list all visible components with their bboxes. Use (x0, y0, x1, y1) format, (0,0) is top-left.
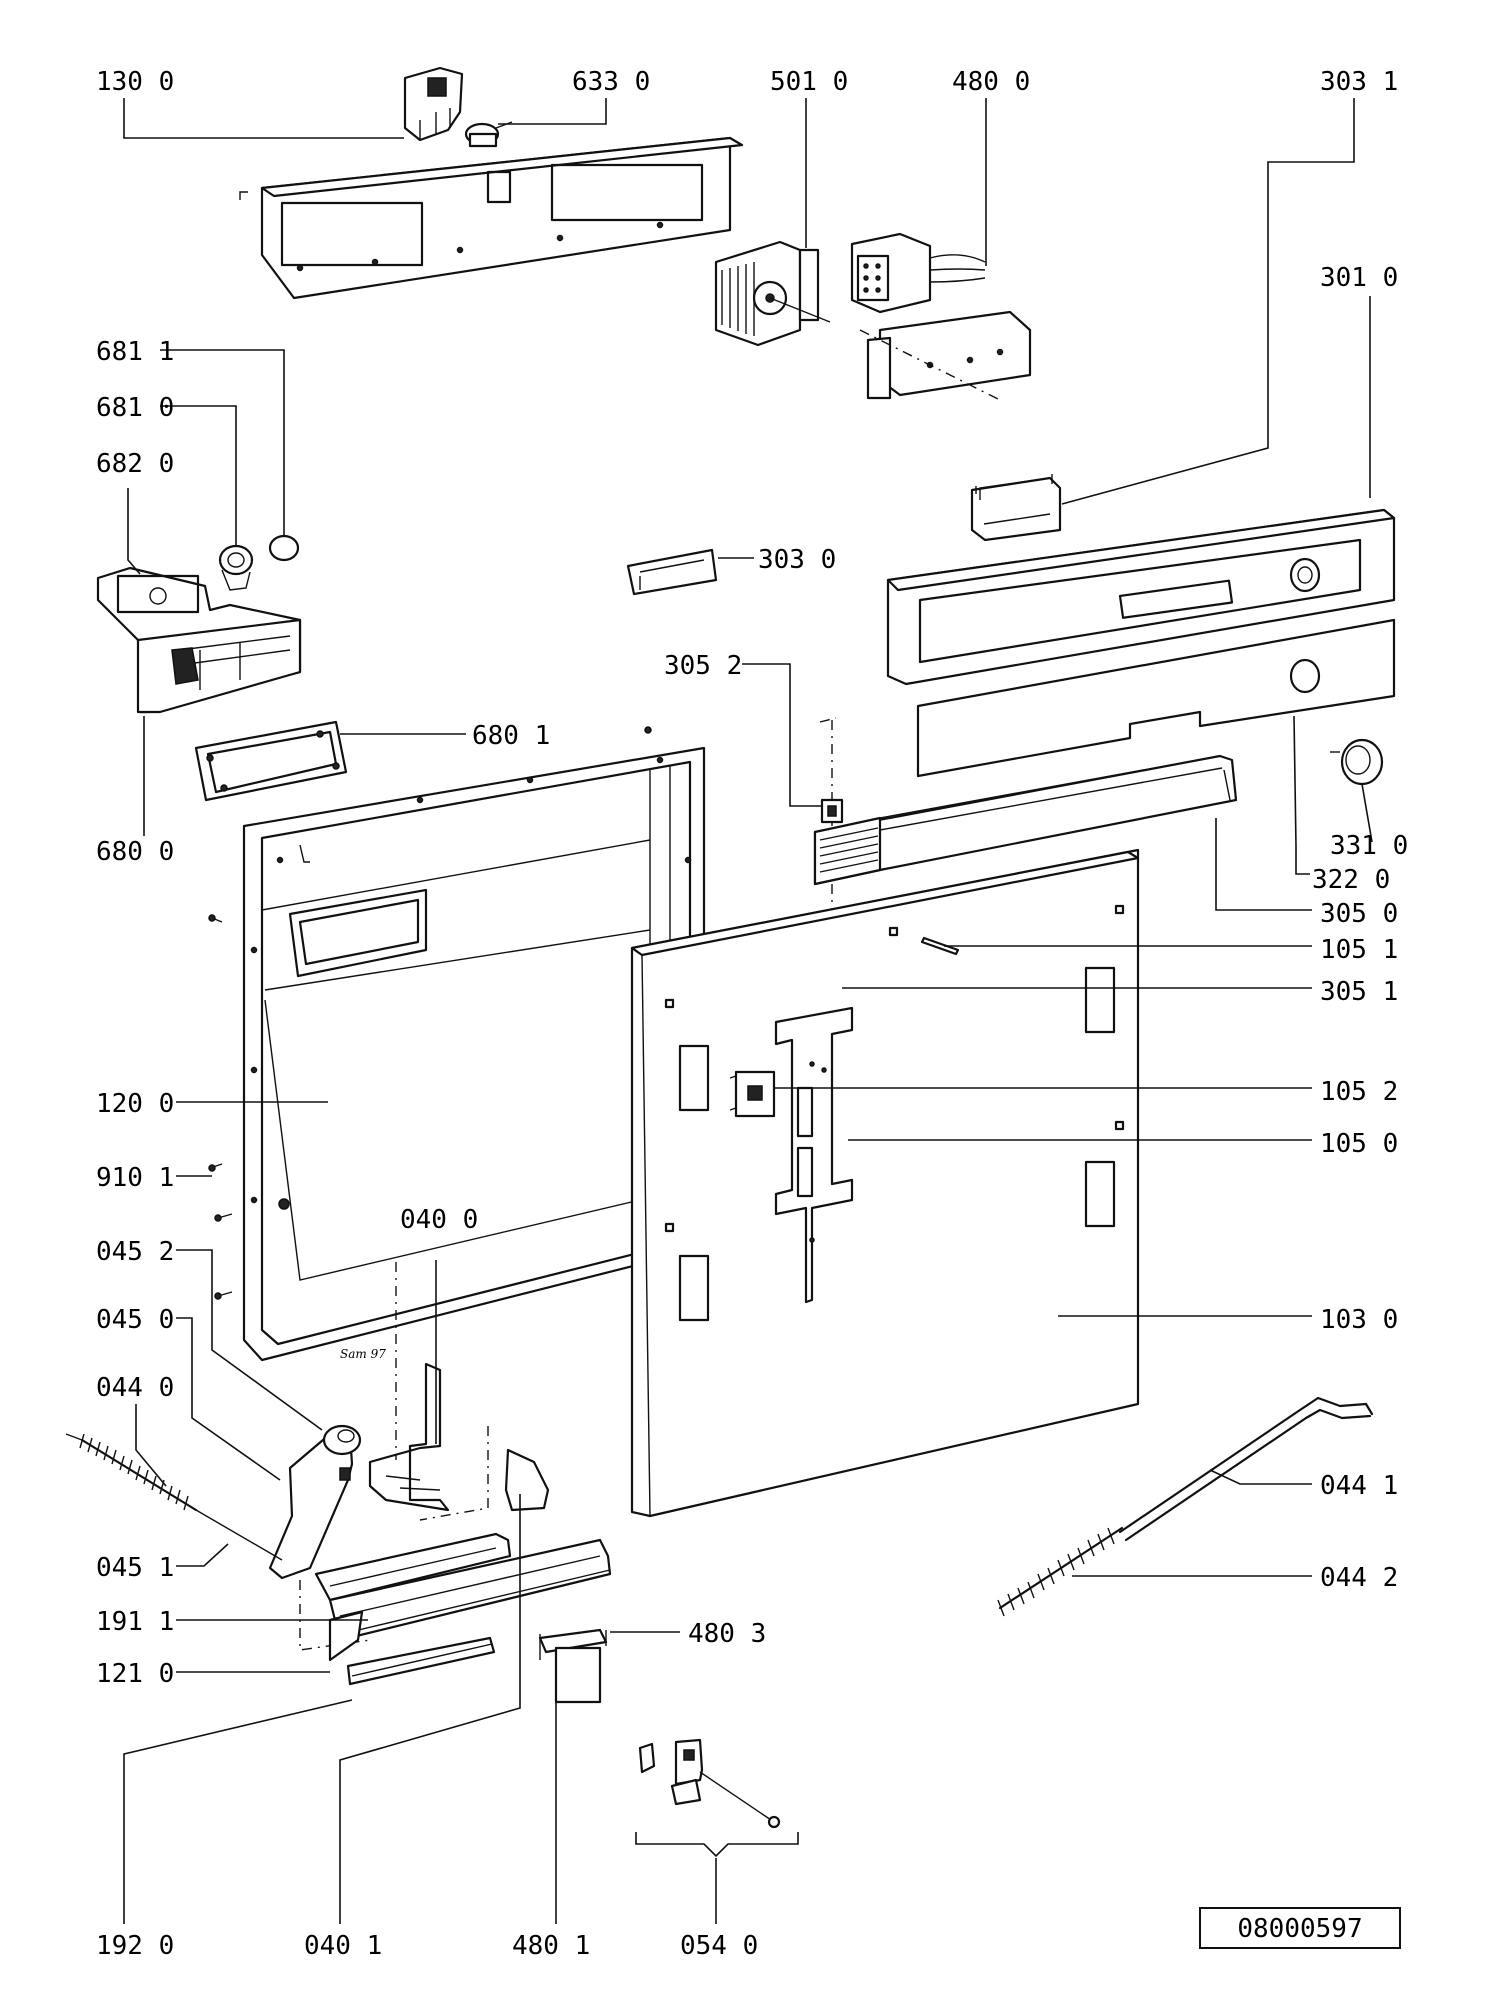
bottom-door-frame (328, 1538, 612, 1662)
label-045-2: 045 2 (96, 1237, 174, 1267)
label-044-1: 044 1 (1320, 1471, 1398, 1501)
detergent-dispenser (96, 566, 302, 714)
label-480-3: 480 3 (688, 1619, 766, 1649)
label-120-0: 120 0 (96, 1089, 174, 1119)
hinge-bracket (368, 1362, 450, 1512)
part-labels: 130 0 633 0 501 0 480 0 303 1 301 0 681 … (96, 67, 1408, 1961)
hinge-arm (268, 1424, 362, 1580)
leader-lines (123, 98, 1373, 1924)
label-680-0: 680 0 (96, 837, 174, 867)
label-192-0: 192 0 (96, 1931, 174, 1961)
door-handle-lower (626, 548, 718, 596)
label-303-1: 303 1 (1320, 67, 1398, 97)
label-044-0: 044 0 (96, 1373, 174, 1403)
label-130-0: 130 0 (96, 67, 174, 97)
bracket-clip (403, 66, 464, 142)
label-105-1: 105 1 (1320, 935, 1398, 965)
label-910-1: 910 1 (96, 1163, 174, 1193)
label-045-1: 045 1 (96, 1553, 174, 1583)
label-044-2: 044 2 (1320, 1563, 1398, 1593)
timer-motor (714, 240, 831, 347)
reference-number-box: 08000597 (1199, 1907, 1401, 1949)
label-480-1: 480 1 (512, 1931, 590, 1961)
fascia-trim-panel (916, 618, 1396, 778)
door-handle-upper (970, 474, 1062, 542)
label-305-0: 305 0 (1320, 899, 1398, 929)
door-screws (208, 726, 652, 1300)
door-reinforcement-bracket (774, 1006, 854, 1304)
motor-axis-dashline (859, 329, 1001, 401)
label-633-0: 633 0 (572, 67, 650, 97)
selector-knob (218, 544, 254, 591)
label-680-1: 680 1 (472, 721, 550, 751)
knob-o-ring (268, 534, 300, 562)
label-322-0: 322 0 (1312, 865, 1390, 895)
program-knob (1330, 738, 1384, 786)
motor-mounting-bracket (866, 310, 1032, 400)
label-040-1: 040 1 (304, 1931, 382, 1961)
label-191-1: 191 1 (96, 1607, 174, 1637)
label-054-0: 054 0 (680, 1931, 758, 1961)
connector-block (850, 232, 986, 314)
label-045-0: 045 0 (96, 1305, 174, 1335)
label-301-0: 301 0 (1320, 263, 1398, 293)
label-501-0: 501 0 (770, 67, 848, 97)
hinge-cover (504, 1448, 550, 1512)
kit-bracket-brace (635, 1832, 799, 1858)
hinge-kit (638, 1738, 781, 1829)
label-303-0: 303 0 (758, 545, 836, 575)
door-spring-right (997, 1526, 1124, 1617)
door-spring-left (65, 1433, 283, 1561)
bottom-strip (346, 1636, 496, 1686)
label-121-0: 121 0 (96, 1659, 174, 1689)
label-681-1: 681 1 (96, 337, 174, 367)
label-103-0: 103 0 (1320, 1305, 1398, 1335)
label-105-0: 105 0 (1320, 1129, 1398, 1159)
label-305-2: 305 2 (664, 651, 742, 681)
small-switch-part (464, 121, 513, 148)
outer-door-panel (630, 848, 1140, 1518)
label-682-0: 682 0 (96, 449, 174, 479)
label-331-0: 331 0 (1330, 831, 1408, 861)
door-top-trim-bar (813, 754, 1238, 886)
inner-door-panel (242, 746, 706, 1362)
spring-tension-rod (1118, 1396, 1374, 1542)
label-681-0: 681 0 (96, 393, 174, 423)
bottom-rail (314, 1532, 512, 1602)
trim-clip (820, 798, 844, 824)
top-panel-bracket (239, 136, 744, 300)
control-panel-fascia (886, 508, 1396, 686)
hinge-dashline (395, 1262, 489, 1521)
label-305-1: 305 1 (1320, 977, 1398, 1007)
base-plate (538, 1628, 608, 1704)
dispenser-gasket (194, 720, 348, 802)
label-105-2: 105 2 (1320, 1077, 1398, 1107)
label-040-0: 040 0 (400, 1205, 478, 1235)
latch-keeper (729, 1070, 776, 1118)
label-480-0: 480 0 (952, 67, 1030, 97)
signature-mark: Sam 97 (340, 1347, 386, 1361)
reference-number: 08000597 (1237, 1914, 1362, 1944)
